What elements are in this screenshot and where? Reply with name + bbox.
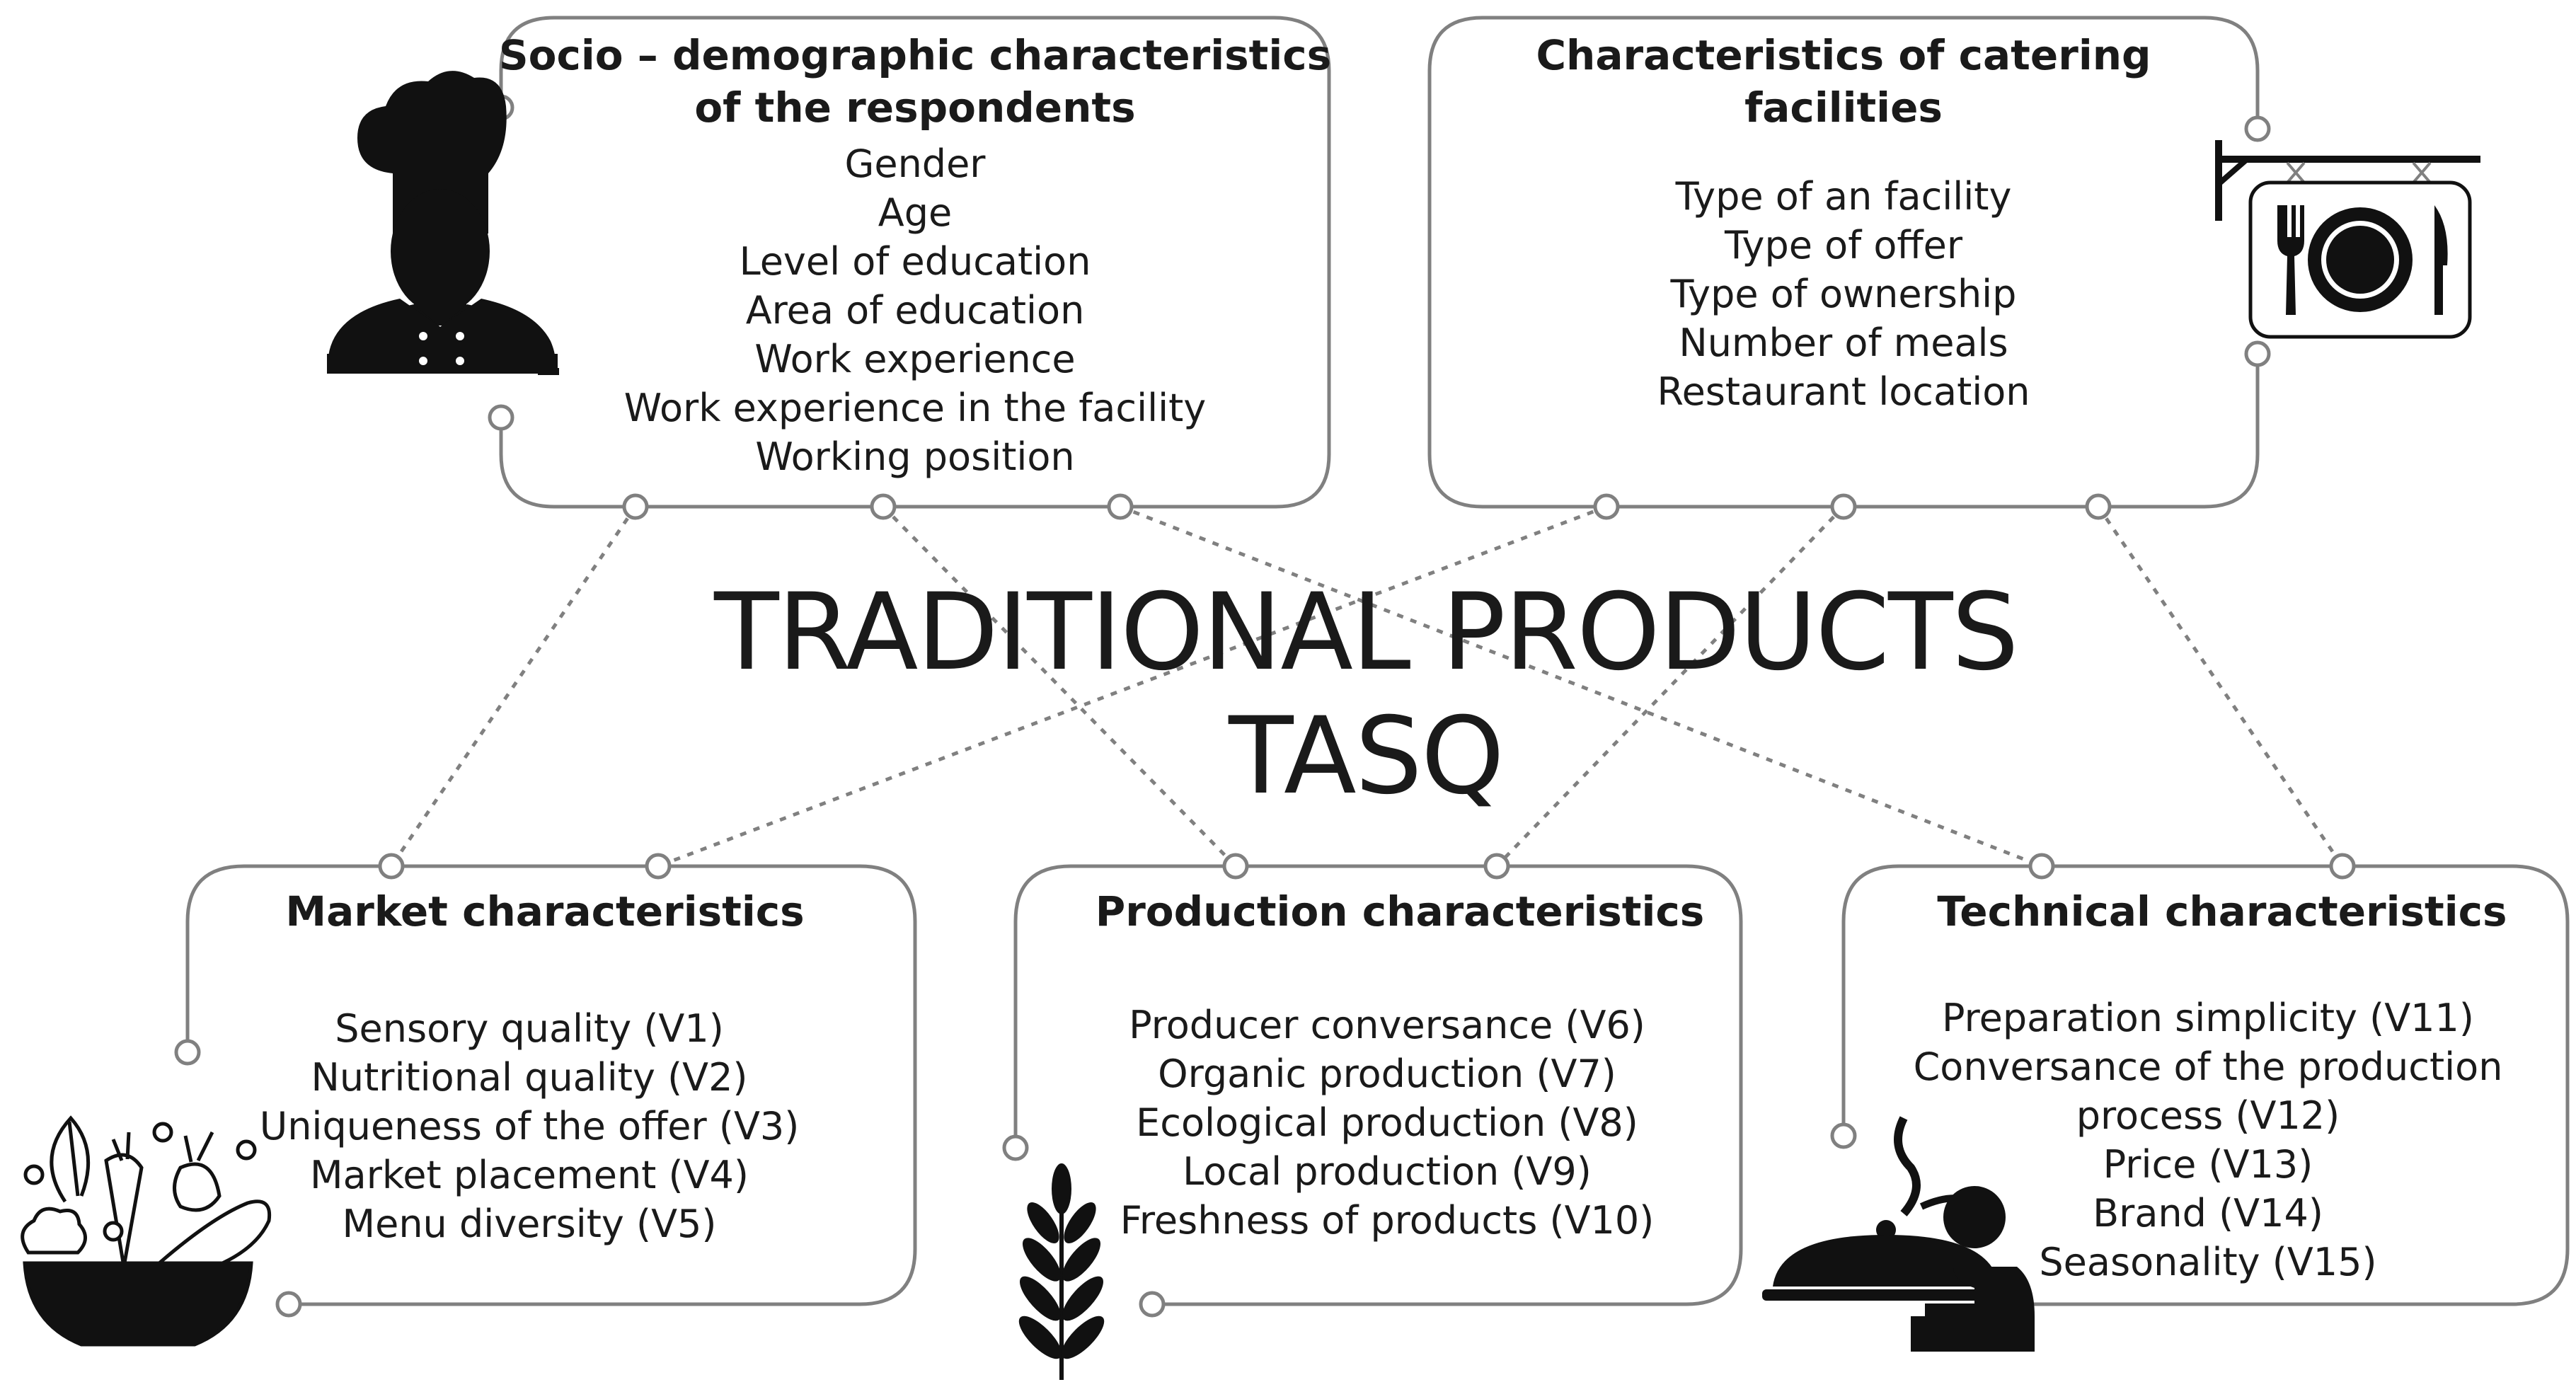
catering-item-location: Restaurant location [1657, 369, 2030, 414]
node [488, 404, 514, 431]
connector-lines [389, 505, 2345, 868]
technical-item-v11: Preparation simplicity (V11) [1942, 996, 2474, 1040]
socio-item-work-experience: Work experience [754, 337, 1075, 381]
production-box-title: Production characteristics [1096, 887, 1705, 936]
node [1107, 493, 1134, 520]
market-box-outline [185, 864, 917, 1306]
socio-box-title-line2: of the respondents [694, 84, 1135, 132]
node [2028, 853, 2055, 880]
node [2244, 115, 2271, 142]
catering-item-offer-type: Type of offer [1724, 223, 1963, 267]
production-item-v6: Producer conversance (V6) [1129, 1003, 1645, 1047]
socio-item-working-position: Working position [755, 434, 1074, 479]
connector-catering-production [1495, 505, 1845, 868]
center-title: TRADITIONAL PRODUCTS TASQ [713, 571, 2019, 818]
technical-item-v12-line2: process (V12) [2076, 1093, 2340, 1138]
node [1139, 1291, 1166, 1318]
socio-item-education-area: Area of education [746, 288, 1085, 333]
market-item-v4: Market placement (V4) [310, 1153, 749, 1197]
node [1593, 493, 1620, 520]
technical-box-title: Technical characteristics [1937, 887, 2507, 936]
catering-item-ownership-type: Type of ownership [1670, 272, 2017, 316]
chef-icon [327, 71, 559, 375]
catering-box: Characteristics of catering facilities T… [1536, 31, 2151, 414]
production-item-v7: Organic production (V7) [1158, 1052, 1616, 1096]
node [870, 493, 897, 520]
market-item-v2: Nutritional quality (V2) [311, 1055, 747, 1100]
vegetable-bowl-icon [21, 1115, 272, 1347]
technical-box-outline [1841, 864, 2570, 1306]
connector-catering-technical [2096, 505, 2345, 868]
box-outlines [185, 16, 2570, 1306]
node [275, 1291, 302, 1318]
center-title-line1: TRADITIONAL PRODUCTS [713, 571, 2018, 694]
production-item-v10: Freshness of products (V10) [1120, 1198, 1655, 1243]
center-title-line2: TASQ [1228, 695, 1503, 818]
connector-socio-market [389, 505, 638, 868]
node [2244, 340, 2271, 367]
socio-box-title-line1: Socio – demographic characteristics [499, 31, 1331, 79]
production-item-v9: Local production (V9) [1183, 1149, 1592, 1194]
node [378, 853, 405, 880]
production-box-outline [1013, 864, 1743, 1306]
node [1002, 1134, 1029, 1161]
technical-item-v15: Seasonality (V15) [2039, 1240, 2376, 1284]
technical-item-v13: Price (V13) [2103, 1142, 2313, 1187]
node [1830, 493, 1857, 520]
connector-socio-technical [1120, 505, 2042, 868]
socio-item-age: Age [878, 190, 952, 235]
catering-box-title-line1: Characteristics of catering [1536, 31, 2151, 79]
socio-item-gender: Gender [845, 142, 987, 186]
catering-item-number-of-meals: Number of meals [1679, 321, 2008, 365]
technical-item-v12-line1: Conversance of the production [1914, 1044, 2503, 1089]
node [1830, 1122, 1857, 1149]
node [1483, 853, 1510, 880]
restaurant-sign-icon [2215, 140, 2480, 339]
production-box: Production characteristics Producer conv… [1096, 887, 1705, 1243]
technical-box: Technical characteristics Preparation si… [1914, 887, 2507, 1284]
socio-box: Socio – demographic characteristics of t… [499, 31, 1331, 479]
node [1222, 853, 1249, 880]
wheat-icon [1018, 1163, 1105, 1380]
production-item-v8: Ecological production (V8) [1136, 1100, 1638, 1145]
node [2085, 493, 2112, 520]
market-item-v3: Uniqueness of the offer (V3) [260, 1104, 800, 1149]
node [645, 853, 672, 880]
socio-item-facility-experience: Work experience in the facility [624, 386, 1206, 430]
technical-item-v14: Brand (V14) [2093, 1191, 2323, 1236]
socio-box-outline [499, 16, 1331, 509]
market-item-v5: Menu diversity (V5) [343, 1202, 717, 1246]
node [2329, 853, 2356, 880]
market-box-title: Market characteristics [285, 887, 804, 936]
waiter-cloche-icon [1762, 1116, 2035, 1352]
catering-box-outline [1427, 16, 2260, 509]
node [174, 1039, 201, 1066]
socio-item-education-level: Level of education [740, 239, 1091, 284]
node [622, 493, 649, 520]
connector-nodes [174, 94, 2356, 1318]
market-item-v1: Sensory quality (V1) [335, 1006, 724, 1051]
catering-box-title-line2: facilities [1744, 84, 1943, 132]
catering-item-facility-type: Type of an facility [1675, 174, 2012, 219]
market-box: Market characteristics Sensory quality (… [260, 887, 805, 1246]
